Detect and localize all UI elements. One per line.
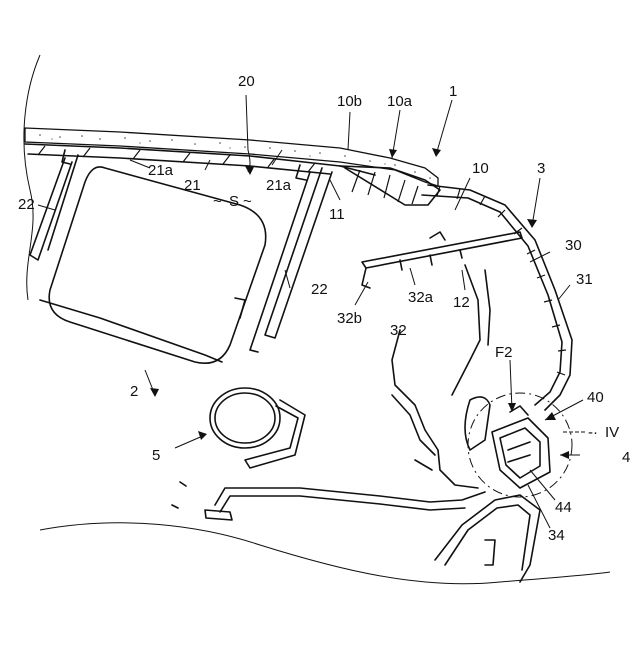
label-10a: 10a	[387, 94, 412, 109]
label-11: 11	[329, 207, 345, 222]
side-wall-12	[392, 265, 490, 488]
label-12: 12	[453, 295, 470, 310]
label-10b: 10b	[337, 94, 362, 109]
plate-32	[362, 232, 522, 288]
label-1: 1	[449, 84, 457, 99]
hose-5	[210, 388, 305, 468]
label-31: 31	[576, 272, 593, 287]
lower-tube	[172, 482, 485, 520]
label-2: 2	[130, 384, 138, 399]
strut-22-left	[30, 155, 78, 260]
label-30: 30	[565, 238, 582, 253]
label-S-prefix: ~	[213, 194, 222, 209]
left-body-outline	[24, 55, 40, 300]
label-22-left: 22	[18, 197, 35, 212]
label-S-suffix: ~	[243, 194, 252, 209]
label-32: 32	[390, 323, 407, 338]
label-20: 20	[238, 74, 255, 89]
label-34: 34	[548, 528, 565, 543]
label-IV: IV	[605, 425, 619, 440]
label-40: 40	[587, 390, 604, 405]
label-5: 5	[152, 448, 160, 463]
label-F2: F2	[495, 345, 513, 360]
label-4: 4	[622, 450, 630, 465]
label-22-right: 22	[311, 282, 328, 297]
label-44: 44	[555, 500, 572, 515]
label-3: 3	[537, 161, 545, 176]
label-21a-right: 21a	[266, 178, 291, 193]
label-S: S	[229, 194, 239, 209]
label-21a-left: 21a	[148, 163, 173, 178]
label-32b: 32b	[337, 311, 362, 326]
label-10: 10	[472, 161, 489, 176]
label-32a: 32a	[408, 290, 433, 305]
clip-4	[465, 393, 572, 497]
label-21: 21	[184, 178, 201, 193]
housing-3	[422, 185, 572, 410]
label-IV-prefix: -·	[588, 425, 598, 440]
